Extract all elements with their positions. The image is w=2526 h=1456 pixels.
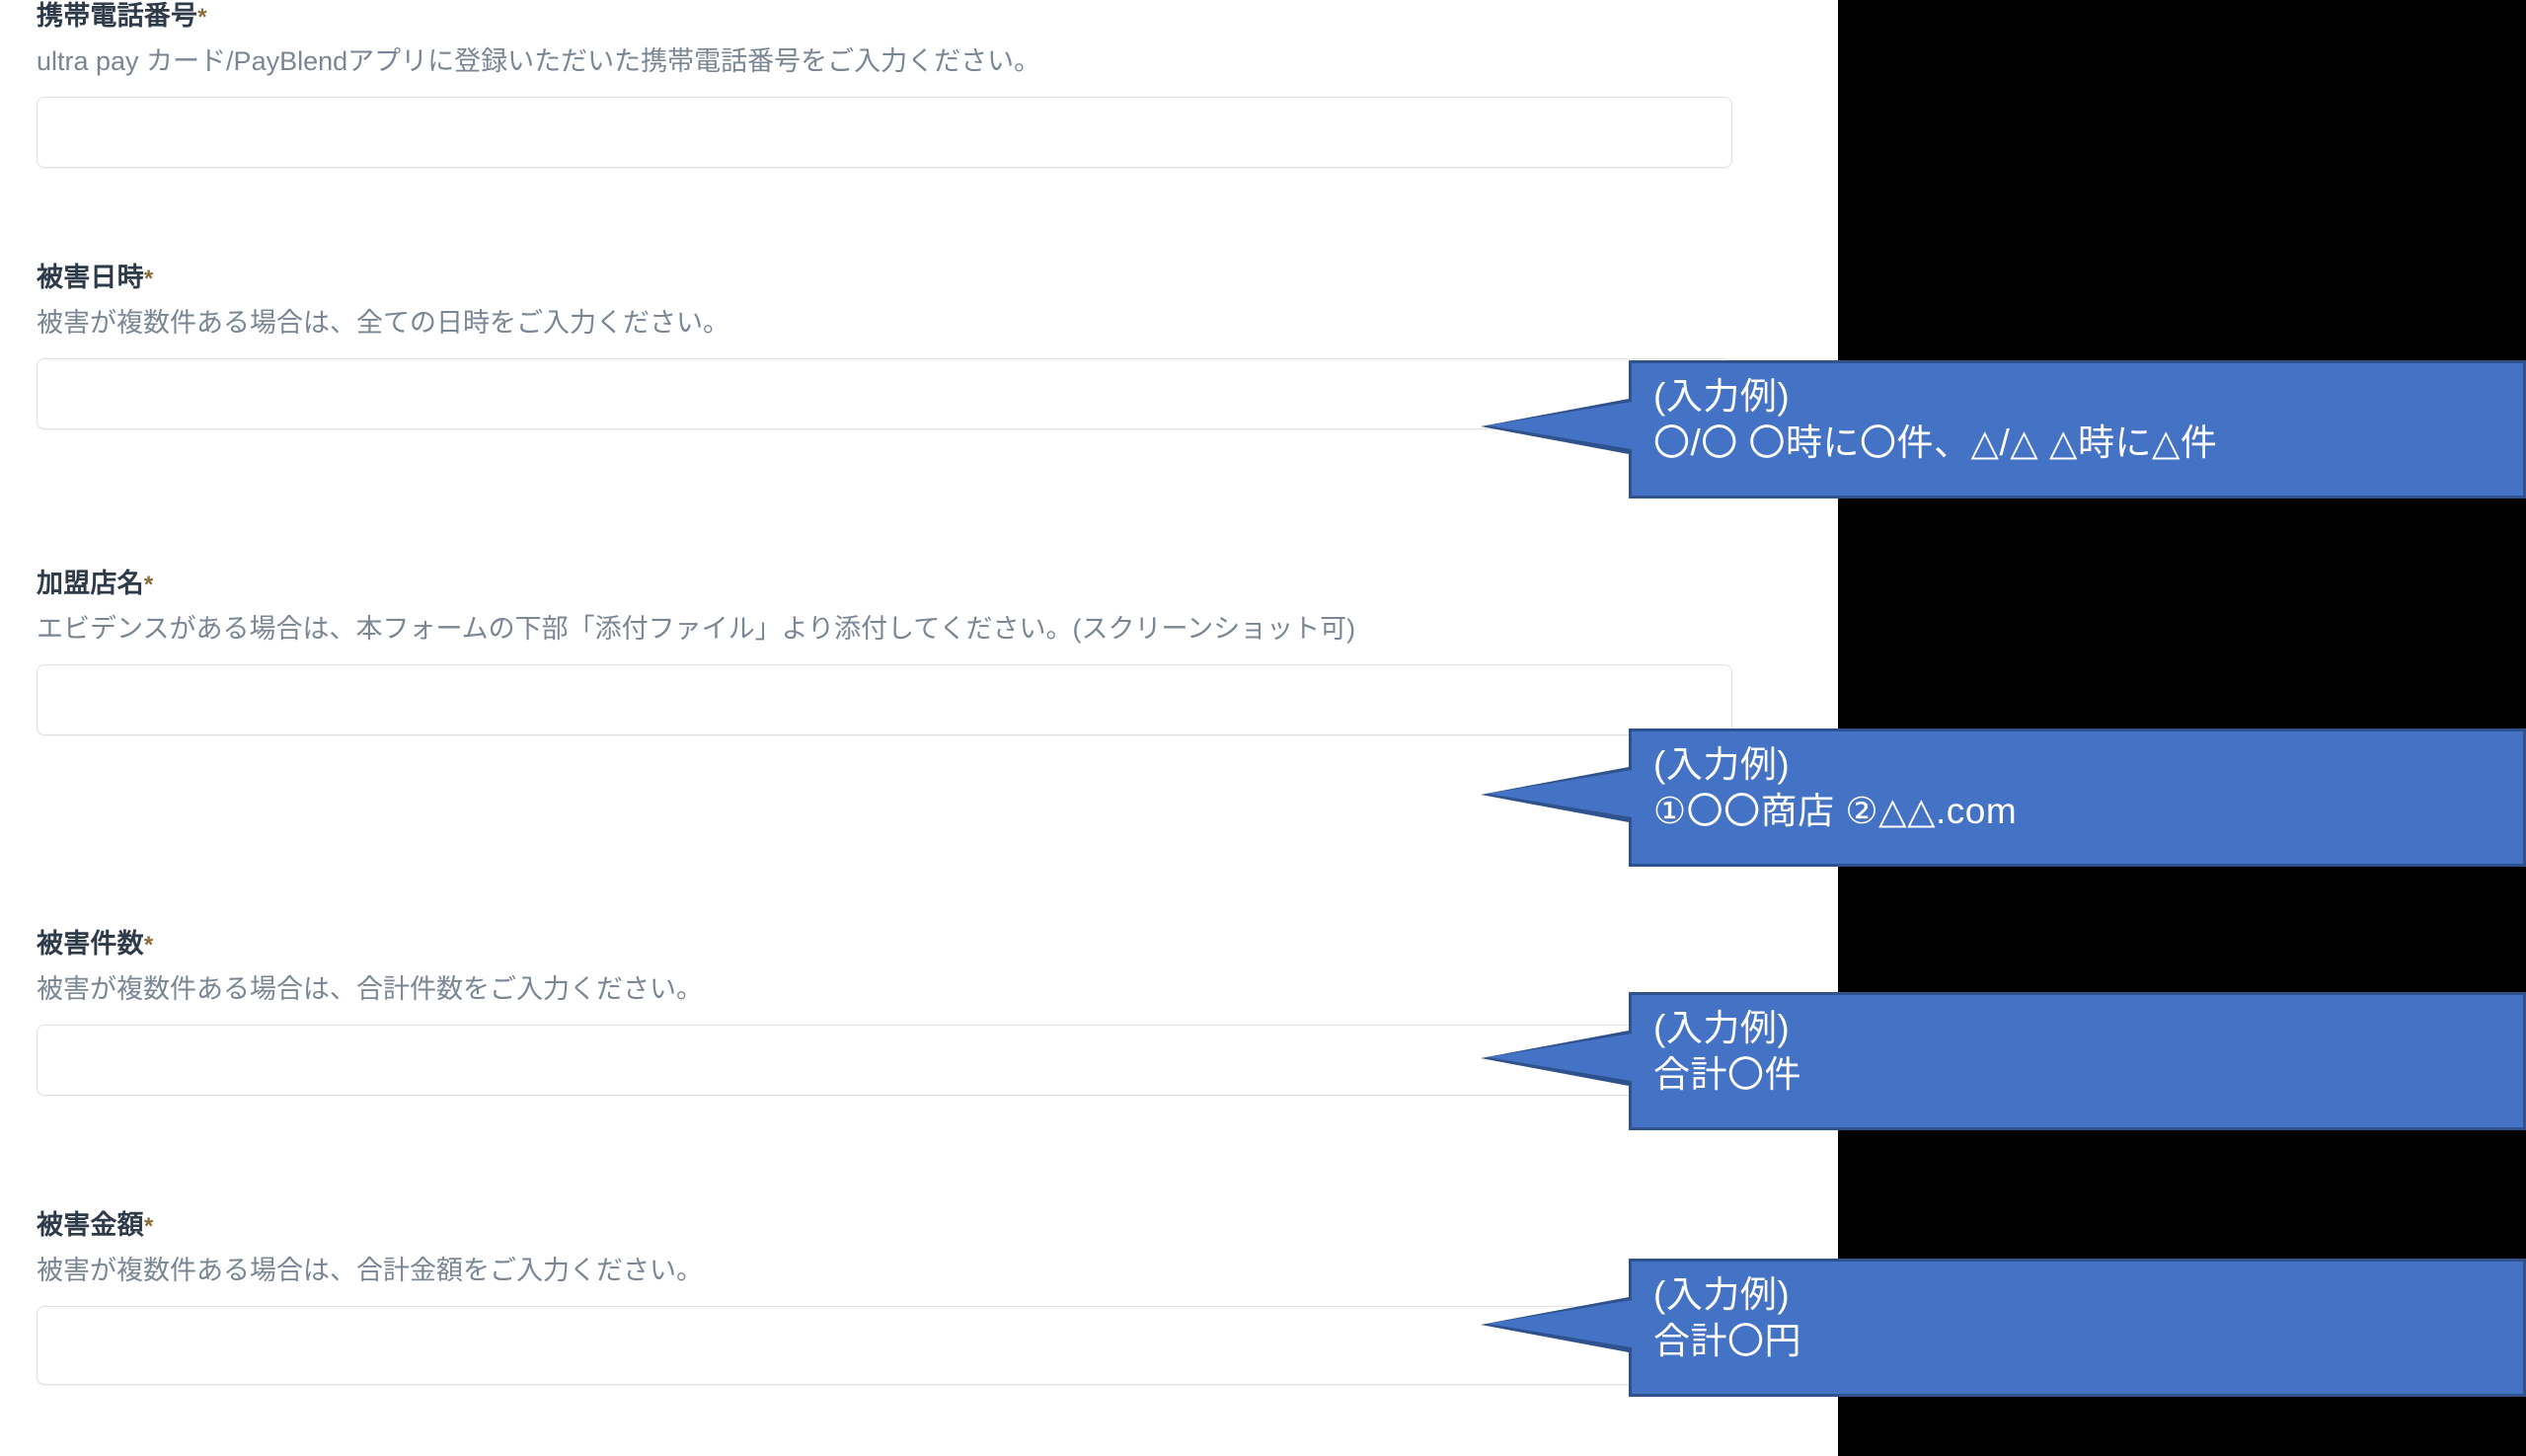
field-description-damage-count: 被害が複数件ある場合は、合計件数をご入力ください。 [37, 973, 703, 1004]
field-label-mobile-phone-number: 携帯電話番号* [37, 0, 1732, 34]
callout-merchant-name: (入力例) ①〇〇商店 ②△△.com [1481, 728, 2526, 867]
field-group-damage-datetime: 被害日時* 被害が複数件ある場合は、全ての日時をご入力ください。 [37, 262, 1732, 430]
field-group-damage-count: 被害件数* 被害が複数件ある場合は、合計件数をご入力ください。 [37, 928, 1732, 1097]
callout-damage-count: (入力例) 合計〇件 [1481, 992, 2526, 1130]
field-label-text: 被害件数 [37, 929, 144, 958]
form-column: 携帯電話番号* ultra pay カード/PayBlendアプリに登録いただい… [37, 0, 1732, 1386]
field-label-damage-count: 被害件数* [37, 928, 1732, 961]
field-description-merchant-name: エビデンスがある場合は、本フォームの下部「添付ファイル」より添付してください。(… [37, 613, 1356, 644]
callout-damage-datetime: (入力例) 〇/〇 〇時に〇件、△/△ △時に△件 [1481, 360, 2526, 498]
field-description-damage-amount: 被害が複数件ある場合は、合計金額をご入力ください。 [37, 1255, 703, 1285]
callout-heading: (入力例) [1653, 376, 1791, 417]
field-label-text: 被害日時 [37, 263, 144, 292]
required-marker: * [197, 4, 207, 31]
required-marker: * [143, 932, 154, 958]
required-marker: * [143, 266, 154, 292]
input-damage-count[interactable] [37, 1025, 1732, 1097]
input-damage-amount[interactable] [37, 1306, 1732, 1386]
callout-heading: (入力例) [1653, 744, 1791, 785]
callout-heading: (入力例) [1653, 1274, 1791, 1315]
field-group-mobile-phone-number: 携帯電話番号* ultra pay カード/PayBlendアプリに登録いただい… [37, 0, 1732, 169]
field-description-damage-datetime: 被害が複数件ある場合は、全ての日時をご入力ください。 [37, 307, 729, 338]
field-description-mobile-phone-number: ultra pay カード/PayBlendアプリに登録いただいた携帯電話番号を… [37, 45, 1041, 76]
callout-damage-amount: (入力例) 合計〇円 [1481, 1259, 2526, 1397]
field-label-merchant-name: 加盟店名* [37, 568, 1732, 601]
field-group-damage-amount: 被害金額* 被害が複数件ある場合は、合計金額をご入力ください。 [37, 1209, 1732, 1386]
callout-example-text: 合計〇円 [1653, 1321, 1801, 1362]
input-merchant-name[interactable] [37, 664, 1732, 736]
callout-example-text: 合計〇件 [1653, 1054, 1801, 1096]
field-label-damage-amount: 被害金額* [37, 1209, 1732, 1243]
field-label-text: 加盟店名 [37, 569, 144, 598]
required-marker: * [143, 572, 154, 598]
screenshot-black-gutter [1838, 0, 2526, 1456]
field-label-damage-datetime: 被害日時* [37, 262, 1732, 295]
input-mobile-phone-number[interactable] [37, 97, 1732, 169]
required-marker: * [143, 1213, 154, 1240]
field-label-text: 携帯電話番号 [37, 1, 198, 31]
field-label-text: 被害金額 [37, 1210, 144, 1240]
callout-example-text: 〇/〇 〇時に〇件、△/△ △時に△件 [1653, 422, 2218, 464]
callout-heading: (入力例) [1653, 1008, 1791, 1048]
field-group-merchant-name: 加盟店名* エビデンスがある場合は、本フォームの下部「添付ファイル」より添付して… [37, 568, 1732, 736]
callout-example-text: ①〇〇商店 ②△△.com [1653, 791, 2018, 832]
input-damage-datetime[interactable] [37, 358, 1732, 430]
